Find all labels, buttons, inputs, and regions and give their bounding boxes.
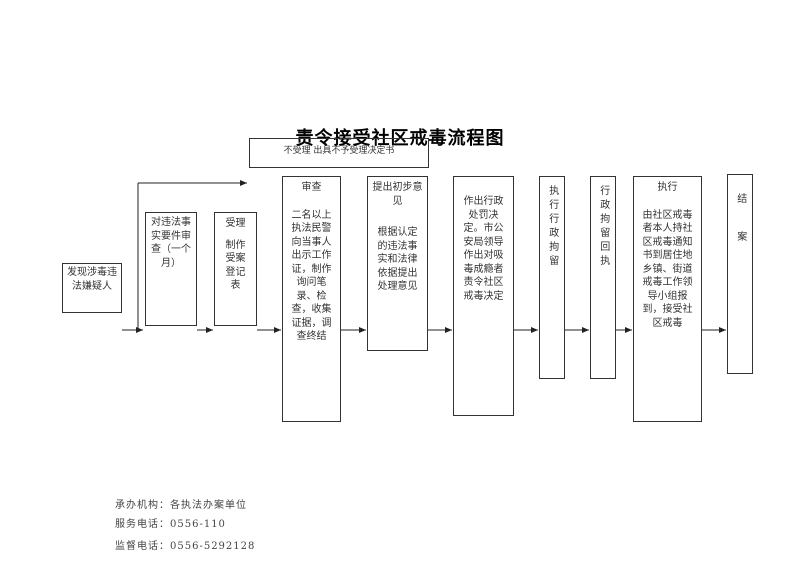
step-proposal: 提出初步意见 根据认定的违法事实和法律依据提出处理意见 (367, 176, 428, 351)
step-return-detention: 行政拘留回执 (590, 176, 616, 379)
step-decision: 作出行政处罚决定。市公安局领导作出对吸毒成瘾者责令社区戒毒决定 (453, 176, 514, 416)
step-discover-label: 发现涉毒违法嫌疑人 (67, 267, 117, 292)
footer-supervise-phone: 监督电话：0556-5292128 (115, 541, 256, 552)
step-proposal-body: 根据认定的违法事实和法律依据提出处理意见 (377, 227, 418, 292)
step-review-facts: 对违法事实要件审查（一个月） (145, 212, 197, 326)
step-examine-head: 审查 (301, 182, 322, 193)
step-close-label: 结案 (734, 193, 746, 269)
reject-box: 不受理 出具不予受理决定书 (249, 138, 429, 168)
footer-agency: 承办机构：各执法办案单位 (115, 500, 247, 511)
step-review-facts-label: 对违法事实要件审查（一个月） (151, 217, 191, 269)
step-decision-body: 作出行政处罚决定。市公安局领导作出对吸毒成瘾者责令社区戒毒决定 (463, 196, 504, 302)
step-detention-label: 执行行政拘留 (546, 185, 558, 269)
footer-service-phone: 服务电话：0556-110 (115, 519, 226, 530)
step-examine-body: 二名以上执法民警向当事人出示工作证，制作询问笔录、检查，收集证据，调查终结 (291, 209, 332, 343)
step-accept-body: 制作受案登记表 (225, 239, 246, 292)
step-accept-head: 受理 (225, 218, 246, 229)
step-execute: 执行 由社区戒毒者本人持社区戒毒通知书到居住地乡镇、街道戒毒工作领导小组报到，接… (633, 176, 702, 422)
step-close: 结案 (727, 174, 753, 374)
step-accept: 受理 制作受案登记表 (214, 212, 257, 326)
step-execute-head: 执行 (657, 182, 678, 193)
step-return-detention-label: 行政拘留回执 (597, 185, 609, 269)
step-proposal-head: 提出初步意见 (372, 182, 423, 207)
step-examine: 审查 二名以上执法民警向当事人出示工作证，制作询问笔录、检查，收集证据，调查终结 (282, 176, 341, 422)
step-discover: 发现涉毒违法嫌疑人 (62, 263, 122, 313)
step-detention: 执行行政拘留 (539, 176, 565, 379)
step-execute-body: 由社区戒毒者本人持社区戒毒通知书到居住地乡镇、街道戒毒工作领导小组报到，接受社区… (642, 209, 693, 329)
